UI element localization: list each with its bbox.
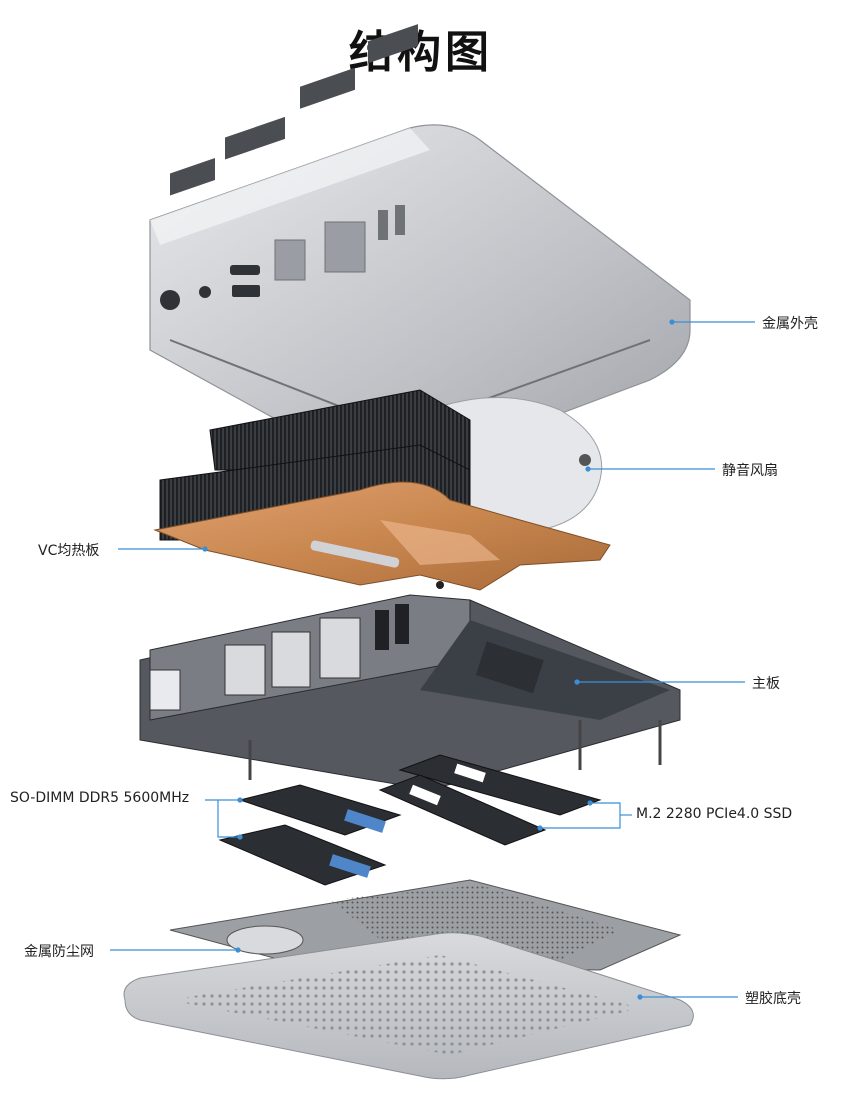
- vc-plate-part: [153, 481, 611, 591]
- label-memory: SO-DIMM DDR5 5600MHz: [10, 790, 190, 806]
- callout-lines: [110, 319, 755, 1000]
- label-metal-shell: 金属外壳: [762, 316, 818, 332]
- label-dust-mesh: 金属防尘网: [24, 944, 94, 960]
- label-motherboard: 主板: [752, 676, 780, 692]
- callout-memory: [217, 800, 240, 838]
- label-silent-fan: 静音风扇: [722, 463, 778, 479]
- fan-heatsink-part: [159, 389, 603, 541]
- label-plastic-base: 塑胶底壳: [745, 991, 801, 1007]
- metal-shell-part: [149, 24, 691, 474]
- ssd-part: [378, 754, 602, 846]
- motherboard-part: [139, 594, 681, 791]
- label-ssd: M.2 2280 PCIe4.0 SSD: [636, 806, 793, 822]
- label-vc-plate: VC均热板: [38, 543, 100, 559]
- memory-part: [218, 784, 402, 886]
- plastic-base-part: [123, 932, 694, 1080]
